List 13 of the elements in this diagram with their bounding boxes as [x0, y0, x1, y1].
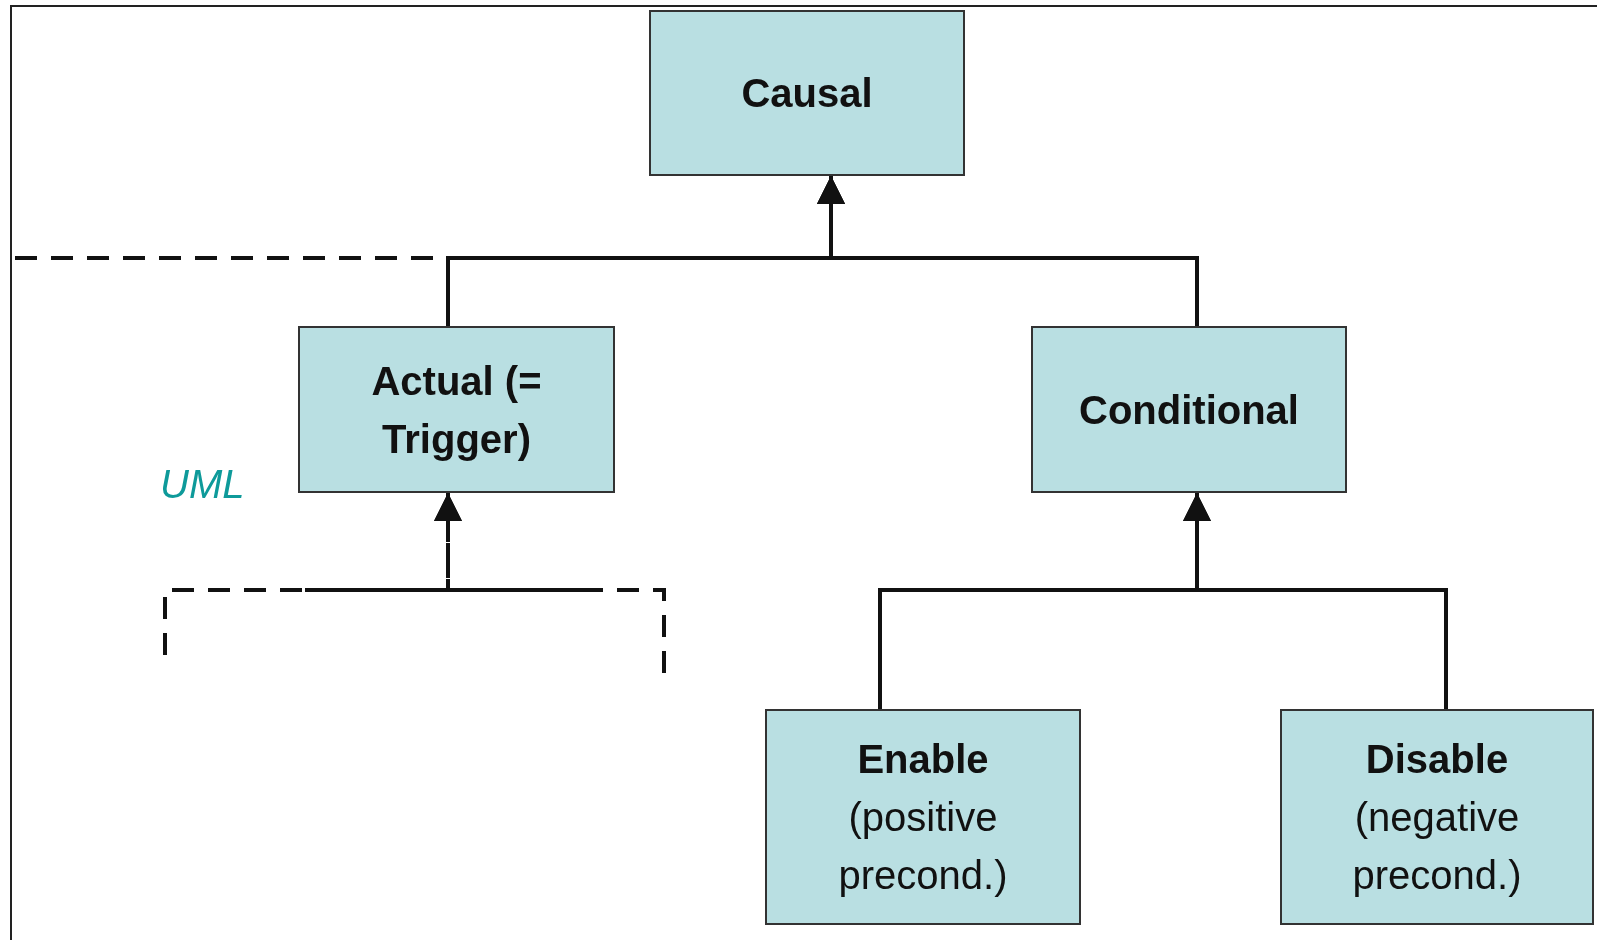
class-box [1280, 709, 1594, 925]
node-title: Actual (= Trigger) [370, 357, 543, 463]
node-description: (negative precond.) [1351, 794, 1523, 899]
node-title: Causal [741, 70, 873, 117]
class-box [765, 709, 1081, 925]
class-box [649, 10, 965, 176]
annotation-text: UML [160, 462, 245, 507]
node-title: Disable [1365, 736, 1509, 783]
class-box [298, 326, 615, 493]
node-title: Enable [857, 736, 989, 783]
class-box [1031, 326, 1347, 493]
node-title: Conditional [1079, 386, 1299, 434]
node-description: (positive precond.) [837, 794, 1009, 899]
